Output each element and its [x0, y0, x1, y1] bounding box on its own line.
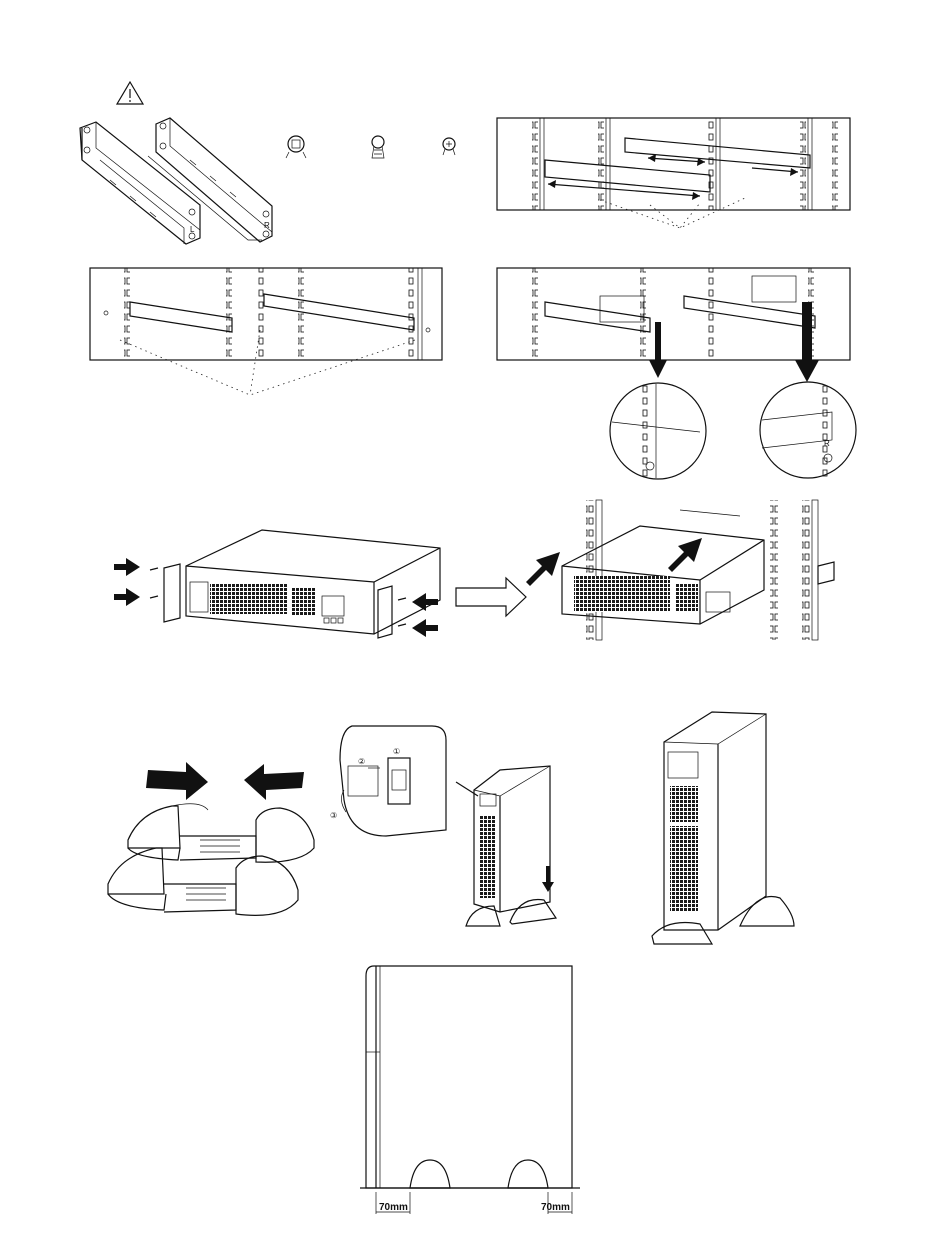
rack-rail-extension-panel — [497, 118, 850, 210]
right-arrow-icon — [114, 558, 140, 576]
step-number-2: ② — [358, 757, 365, 766]
down-arrow-icon — [649, 322, 667, 378]
rail-kit-illustration: L R — [80, 118, 455, 244]
clearance-left-label: 70mm — [379, 1202, 408, 1213]
rail-right: R — [148, 118, 272, 242]
left-arrow-icon — [412, 593, 438, 611]
step-number-1: ① — [393, 747, 400, 756]
double-arrow-icon — [648, 154, 705, 166]
circled-number-3: ③ — [330, 811, 337, 820]
circled-number-2: ② — [358, 757, 365, 766]
right-arrow-icon — [146, 762, 208, 800]
tower-ups-standing-illustration — [652, 712, 794, 944]
right-arrow-icon — [114, 588, 140, 606]
washer-icon — [443, 138, 455, 155]
double-arrow-icon — [752, 168, 798, 176]
left-arrow-icon — [244, 764, 304, 800]
hollow-arrow-icon — [456, 578, 526, 616]
tower-stand-bases-illustration — [108, 762, 314, 915]
clearance-right-label: 70mm — [541, 1202, 570, 1213]
diagonal-arrow-icon — [526, 552, 560, 586]
diagonal-arrow-icon — [668, 538, 702, 572]
down-arrow-icon — [542, 866, 554, 892]
zoom-detail-right: R — [760, 382, 856, 478]
rail-right-label: R — [264, 221, 270, 230]
warning-triangle-icon — [117, 82, 143, 104]
side-view-clearance-illustration: 70mm 70mm — [360, 966, 580, 1214]
panel-rotation-illustration: ① ② ③ — [330, 726, 556, 926]
zoom-detail-left — [610, 383, 706, 479]
rack-rails-mounted-panel — [90, 268, 442, 360]
step-number-3: ③ — [330, 811, 337, 820]
rail-left-label: L — [190, 225, 195, 234]
rail-left: L — [80, 122, 200, 244]
cage-nut-icon — [286, 136, 306, 158]
double-arrow-icon — [548, 180, 700, 200]
circled-number-1: ① — [393, 747, 400, 756]
left-arrow-icon — [412, 619, 438, 637]
ups-bracket-install-illustration — [114, 500, 834, 640]
bracket-right-label: R — [824, 439, 830, 448]
rack-screw-detail-panel: R — [497, 268, 856, 479]
screw-icon — [372, 136, 384, 158]
